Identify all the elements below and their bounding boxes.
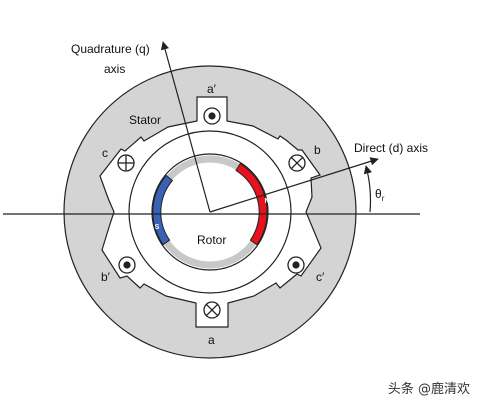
south-pole-magnet bbox=[152, 174, 174, 246]
stator-core bbox=[63, 65, 357, 359]
q-axis-label-line1: Quadrature (q) bbox=[71, 42, 150, 56]
coil-label-b-prime: b′ bbox=[101, 270, 111, 284]
direct-axis-arrow bbox=[209, 157, 379, 213]
coil-c-plus-icon bbox=[117, 154, 135, 172]
south-pole-label: S bbox=[155, 224, 160, 231]
stator-label: Stator bbox=[129, 113, 161, 127]
coil-label-c-prime: c′ bbox=[316, 270, 325, 284]
coil-label-b: b bbox=[314, 143, 321, 157]
coil-label-a-prime: a′ bbox=[207, 82, 217, 96]
coil-label-a: a bbox=[208, 333, 215, 347]
coil-b-cross-icon bbox=[288, 154, 306, 172]
coil-c-prime-dot-icon bbox=[287, 256, 305, 274]
quadrature-axis-arrow bbox=[160, 41, 211, 213]
coil-a-prime-dot-icon bbox=[203, 107, 221, 125]
coil-label-c: c bbox=[102, 146, 108, 160]
coil-a-cross-icon bbox=[203, 301, 221, 319]
q-axis-label-line2: axis bbox=[104, 62, 125, 76]
watermark: 头条 @鹿清欢 bbox=[387, 382, 470, 397]
north-pole-magnet bbox=[235, 163, 268, 246]
north-pole-label: N bbox=[264, 198, 269, 205]
coil-b-prime-dot-icon bbox=[118, 256, 136, 274]
theta-label: θr bbox=[375, 187, 385, 203]
rotor-label: Rotor bbox=[197, 233, 226, 247]
theta-arc bbox=[363, 165, 372, 213]
d-axis-label: Direct (d) axis bbox=[354, 141, 428, 155]
